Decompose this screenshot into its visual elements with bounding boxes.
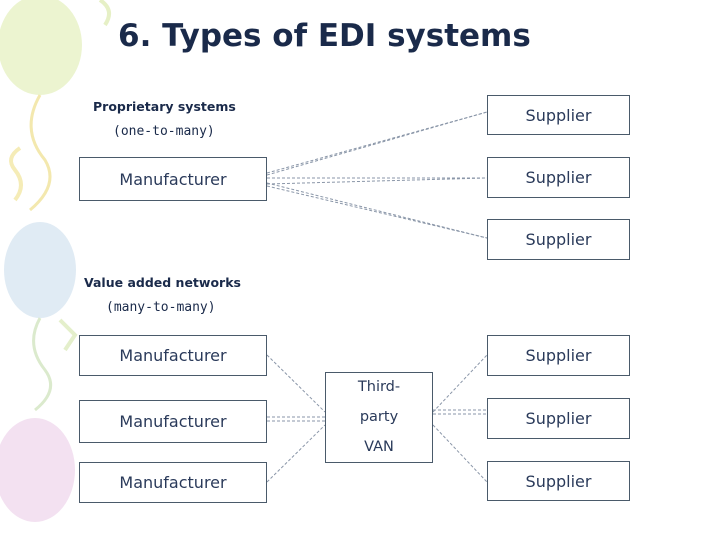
green-balloon (0, 0, 82, 95)
manufacturer-label: Manufacturer (119, 169, 227, 189)
van-manufacturer-box-2: Manufacturer (79, 400, 267, 443)
van-label-line-2: party (359, 409, 399, 425)
van-supplier-box-1: Supplier (487, 335, 630, 376)
connector (432, 354, 488, 413)
proprietary-supplier-box-3: Supplier (487, 219, 630, 260)
proprietary-manufacturer-box: Manufacturer (79, 157, 267, 201)
van-label-line-1: Third- (357, 379, 401, 395)
supplier-label: Supplier (525, 346, 592, 365)
third-party-van-box: Third- party VAN (325, 372, 433, 463)
balloon-string (29, 94, 52, 212)
supplier-label: Supplier (525, 105, 592, 125)
green-swirl (98, 0, 111, 27)
supplier-label: Supplier (525, 409, 592, 428)
connector (432, 424, 488, 483)
van-manufacturer-box-1: Manufacturer (79, 335, 267, 376)
connector (266, 354, 326, 413)
supplier-label: Supplier (525, 230, 592, 249)
proprietary-supplier-box-1: Supplier (487, 95, 630, 135)
van-supplier-box-3: Supplier (487, 461, 630, 501)
manufacturer-label: Manufacturer (119, 412, 227, 431)
manufacturer-label: Manufacturer (119, 346, 227, 365)
connector (266, 182, 488, 239)
pink-balloon (0, 418, 75, 522)
balloon-string (32, 317, 53, 412)
proprietary-subheading: (one-to-many) (113, 124, 215, 139)
connector (266, 111, 488, 176)
proprietary-heading: Proprietary systems (93, 99, 236, 114)
supplier-label: Supplier (525, 168, 592, 187)
van-supplier-box-2: Supplier (487, 398, 630, 439)
manufacturer-label: Manufacturer (119, 473, 227, 492)
proprietary-supplier-box-2: Supplier (487, 157, 630, 198)
connector (266, 424, 326, 483)
van-label-line-3: VAN (364, 439, 394, 455)
blue-balloon (4, 222, 76, 318)
connector (266, 185, 488, 239)
van-subheading: (many-to-many) (106, 300, 216, 315)
slide-title: 6. Types of EDI systems (118, 18, 531, 54)
connector (266, 177, 488, 185)
green-swirl (58, 318, 78, 352)
van-manufacturer-box-3: Manufacturer (79, 462, 267, 503)
yellow-swirl (9, 146, 23, 202)
supplier-label: Supplier (525, 471, 592, 491)
connector (266, 111, 488, 174)
van-heading: Value added networks (84, 275, 241, 290)
